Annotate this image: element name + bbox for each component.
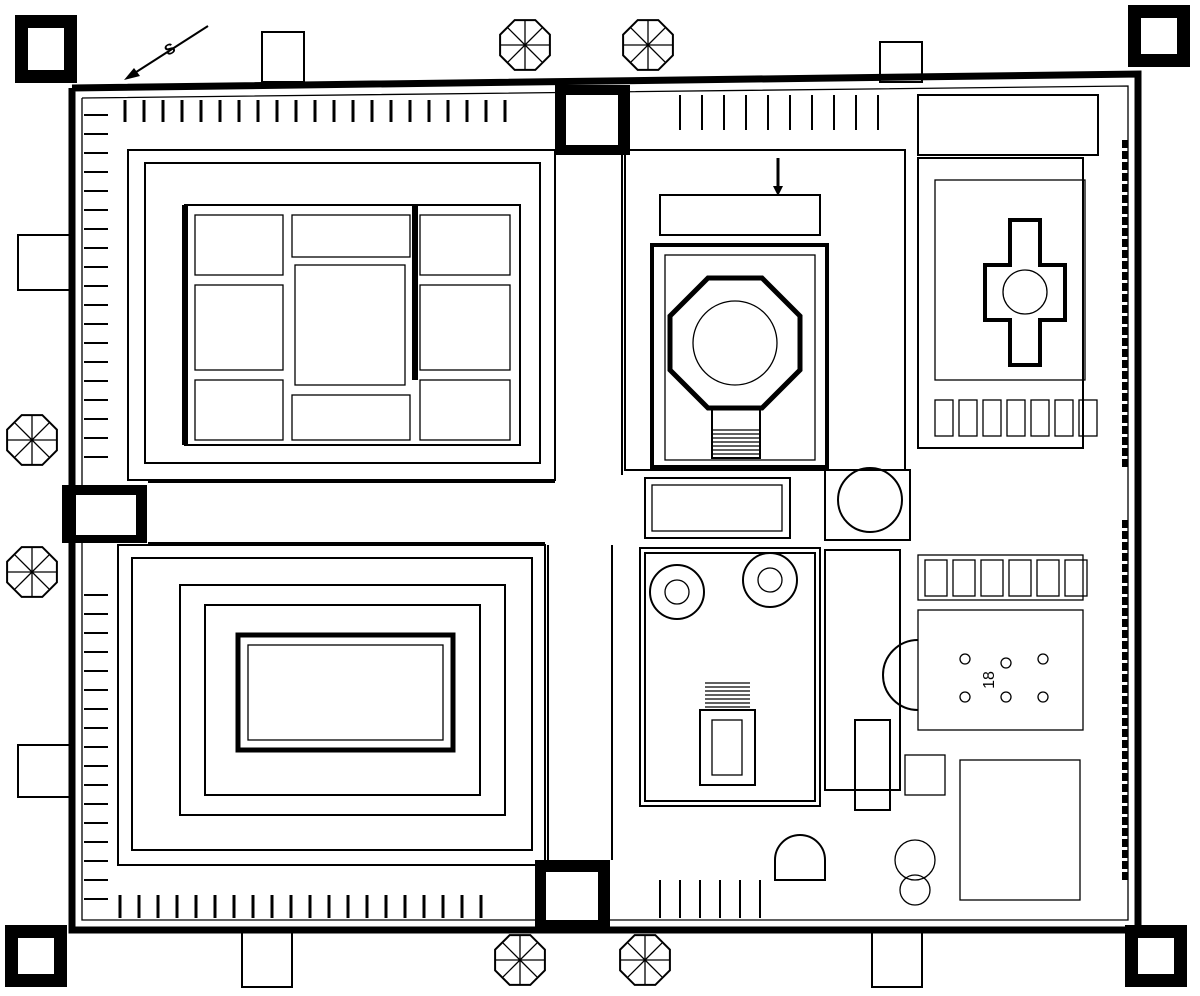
mausoleum-precinct xyxy=(624,149,906,471)
octagonal-tower xyxy=(6,546,58,598)
room xyxy=(1064,559,1088,597)
orientation-label: S xyxy=(162,40,179,60)
room xyxy=(1036,559,1060,597)
room xyxy=(958,399,978,437)
octagonal-tower xyxy=(622,19,674,71)
temple-precinct xyxy=(639,547,901,811)
east-quarter: 18 xyxy=(774,94,1128,906)
perimeter-walls xyxy=(68,70,1142,934)
gates xyxy=(62,85,630,930)
room xyxy=(982,399,1002,437)
octagonal-tower xyxy=(499,19,551,71)
orientation-arrow: S xyxy=(124,25,209,80)
room xyxy=(1006,399,1026,437)
wall-towers xyxy=(17,31,923,988)
octagonal-tower xyxy=(494,934,546,986)
northwest-quadrant xyxy=(127,149,556,481)
arrow-head-icon xyxy=(124,68,140,80)
room xyxy=(934,399,954,437)
octagonal-tower xyxy=(619,934,671,986)
room xyxy=(1008,559,1032,597)
room xyxy=(1054,399,1074,437)
room xyxy=(952,559,976,597)
room xyxy=(1030,399,1050,437)
southwest-quadrant xyxy=(117,544,546,866)
room xyxy=(924,559,948,597)
room xyxy=(1078,399,1098,437)
corner-towers xyxy=(5,5,1190,987)
perimeter-shops xyxy=(84,95,1098,918)
vestibule xyxy=(644,467,911,541)
octagonal-tower xyxy=(6,414,58,466)
room xyxy=(980,559,1004,597)
room-number-label: 18 xyxy=(981,671,998,689)
colonnade-columns xyxy=(959,653,1049,703)
octagonal-gate-towers xyxy=(6,19,674,986)
